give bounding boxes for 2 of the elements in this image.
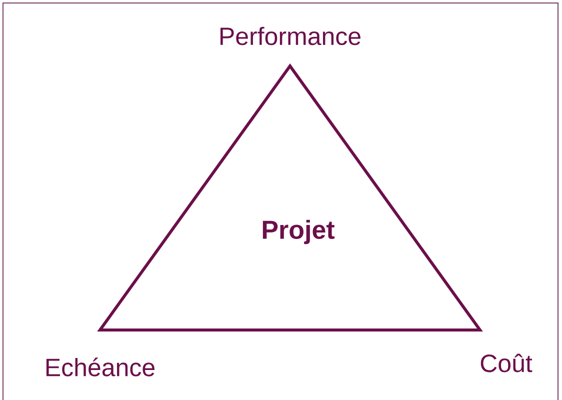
vertex-label: Coût xyxy=(480,354,532,372)
vertex-label: Echéance xyxy=(46,358,154,376)
